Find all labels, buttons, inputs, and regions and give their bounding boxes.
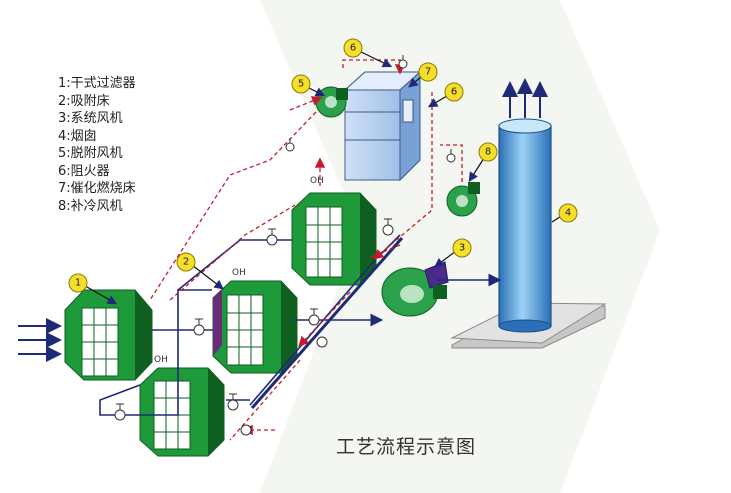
valve <box>446 149 456 163</box>
equipment-legend: 1:干式过滤器 2:吸附床 3:系统风机 4:烟囱 5:脱附风机 6:阻火器 7… <box>58 75 136 215</box>
badge-2: 2 <box>176 252 224 290</box>
badge-number: 1 <box>75 278 81 289</box>
catalytic-combustion-bed <box>343 70 422 182</box>
valve <box>382 218 394 236</box>
stack <box>450 78 607 349</box>
valve <box>308 308 320 326</box>
badge-number: 6 <box>350 43 356 54</box>
legend-item: 2:吸附床 <box>58 93 110 109</box>
badge-number: 3 <box>459 243 465 254</box>
badge-4: 4 <box>551 203 578 223</box>
valve <box>114 403 126 421</box>
oh-label: OH <box>310 176 324 186</box>
badge-number: 2 <box>183 257 189 268</box>
collection-duct <box>250 237 404 409</box>
valve <box>227 393 239 411</box>
oh-label: OH <box>154 355 168 365</box>
valve <box>316 336 328 348</box>
valve <box>266 228 278 246</box>
adsorption-bed-middle <box>212 280 298 374</box>
badge-number: 7 <box>425 67 431 78</box>
adsorption-bed-bottom <box>139 367 225 457</box>
cooling-fan <box>446 182 480 217</box>
valve <box>285 138 295 152</box>
legend-item: 3:系统风机 <box>58 111 123 126</box>
valves <box>114 55 456 436</box>
badge-8: 8 <box>468 142 498 183</box>
valve <box>240 424 252 436</box>
legend-item: 6:阻火器 <box>58 163 110 179</box>
badge-3: 3 <box>434 238 472 268</box>
legend-item: 1:干式过滤器 <box>58 76 136 91</box>
legend-item: 7:催化燃烧床 <box>58 181 136 196</box>
system-fan <box>381 261 449 317</box>
diagram-caption: 工艺流程示意图 <box>336 436 477 458</box>
badge-5: 5 <box>291 74 326 97</box>
legend-item: 5:脱附风机 <box>58 146 123 161</box>
legend-item: 4:烟囱 <box>58 128 97 144</box>
adsorption-bed-top <box>291 192 377 286</box>
legend-item: 8:补冷风机 <box>58 198 123 214</box>
inlet-arrows <box>18 318 62 362</box>
badge-number: 4 <box>565 208 571 219</box>
oh-label: OH <box>232 268 246 278</box>
dry-filter <box>64 289 153 381</box>
badge-number: 5 <box>298 79 304 90</box>
badge-6-top: 6 <box>343 38 393 68</box>
valve <box>398 55 408 69</box>
badge-number: 6 <box>451 87 457 98</box>
valve <box>193 318 205 336</box>
badge-number: 8 <box>485 147 491 158</box>
badge-6-right: 6 <box>427 82 464 108</box>
badge-7: 7 <box>408 62 438 88</box>
badge-1: 1 <box>68 273 118 305</box>
